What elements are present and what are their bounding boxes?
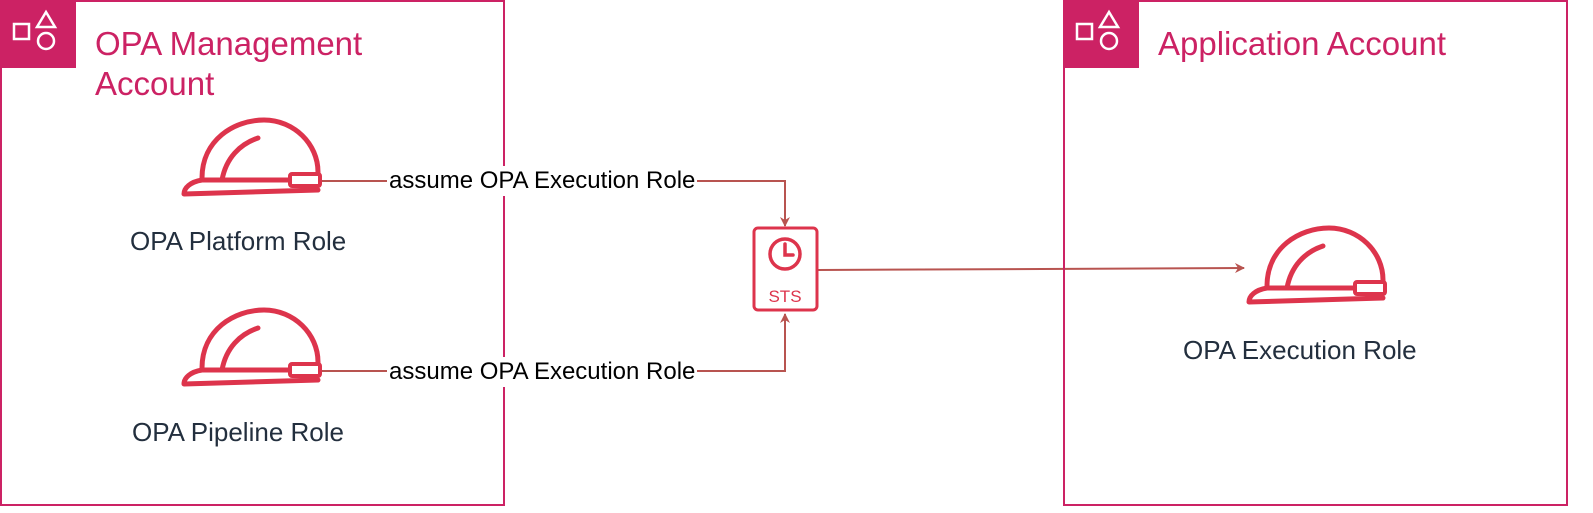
pipeline-role-label: OPA Pipeline Role <box>132 417 344 447</box>
application-account-title: Application Account <box>1158 25 1447 62</box>
sts-icon <box>752 226 819 312</box>
hard-hat-icon <box>181 117 322 197</box>
hard-hat-icon <box>181 307 322 387</box>
execution-role-label: OPA Execution Role <box>1183 335 1417 365</box>
edge-label-platform: assume OPA Execution Role <box>387 166 698 196</box>
edge-label-pipeline: assume OPA Execution Role <box>387 357 698 387</box>
edge-sts-to-execution <box>817 263 1245 274</box>
hard-hat-icon <box>1246 225 1387 305</box>
management-account-box: OPA Management Account <box>0 0 505 506</box>
sts-label: STS <box>768 287 801 306</box>
management-account-title: OPA Management Account <box>95 25 363 102</box>
account-icon <box>0 0 76 68</box>
platform-role-label: OPA Platform Role <box>130 226 347 256</box>
application-account-box: Application Account <box>1063 0 1568 506</box>
account-icon <box>1063 0 1139 68</box>
